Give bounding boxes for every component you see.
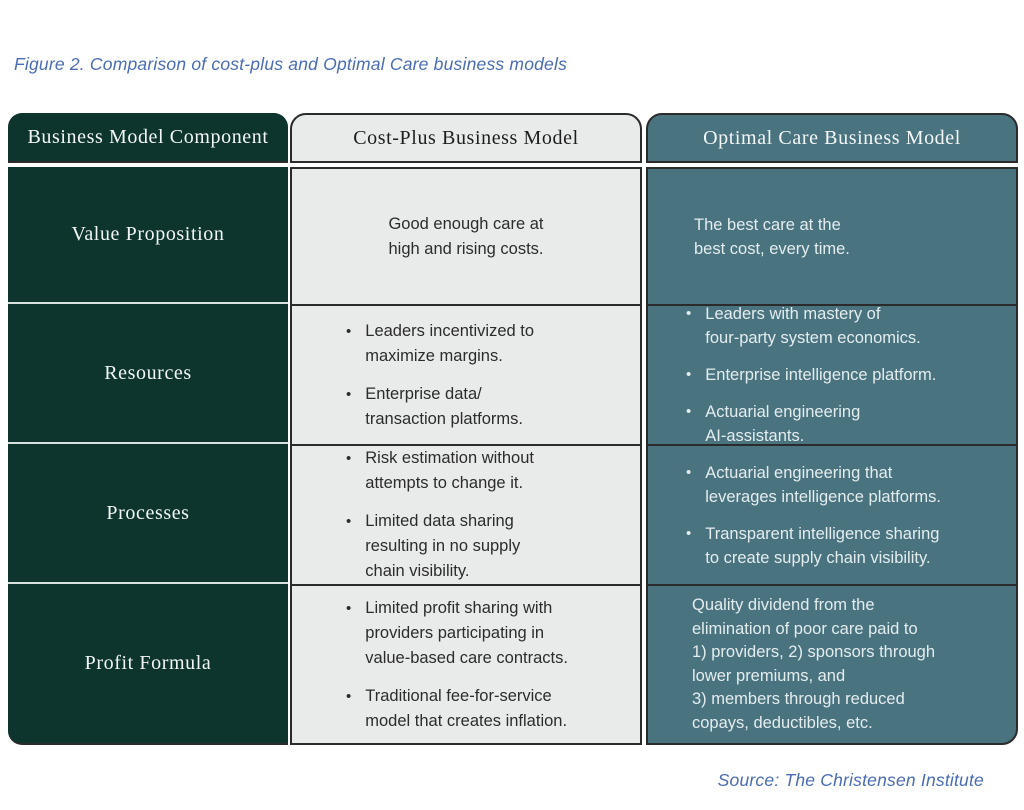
bullet-item: • Leaders incentivized to maximize margi… — [346, 319, 630, 369]
bullet-icon: • — [346, 513, 352, 530]
bullet-icon: • — [686, 366, 692, 383]
bullet-icon: • — [346, 385, 352, 403]
bullet-icon: • — [686, 524, 692, 542]
cell-text: Quality dividend from the elimination of… — [692, 596, 936, 732]
column-header-cost-plus: Cost-Plus Business Model — [290, 113, 642, 163]
bullet-item: • Actuarial engineering AI-assistants. — [686, 400, 1004, 448]
bullet-item: • Traditional fee-for-service model that… — [346, 684, 630, 734]
bullet-text: Actuarial engineering that leverages int… — [705, 463, 941, 506]
bullet-text: Enterprise data/ transaction platforms. — [365, 384, 523, 428]
bullet-icon: • — [346, 599, 352, 617]
row-label-profit-formula: Profit Formula — [8, 582, 288, 743]
figure-title: Figure 2. Comparison of cost-plus and Op… — [14, 54, 568, 74]
bullet-text: Traditional fee-for-service model that c… — [365, 686, 568, 730]
row-label-processes: Processes — [8, 442, 288, 582]
bullet-text: Limited data sharing resulting in no sup… — [365, 512, 521, 580]
row-label-value-proposition: Value Proposition — [8, 167, 288, 302]
cell-text: The best care at the best cost, every ti… — [694, 215, 850, 258]
bullet-item: • Enterprise data/ transaction platforms… — [346, 382, 630, 432]
cost-plus-column-body: Good enough care at high and rising cost… — [290, 167, 642, 745]
bullet-item: • Transparent intelligence sharing to cr… — [686, 522, 1004, 570]
bullet-text: Enterprise intelligence platform. — [705, 366, 937, 384]
row-label-text: Value Proposition — [71, 223, 225, 245]
column-cost-plus: Cost-Plus Business Model Good enough car… — [290, 113, 642, 745]
cell-cost-plus-profit-formula: • Limited profit sharing with providers … — [292, 584, 640, 743]
cell-cost-plus-value-proposition: Good enough care at high and rising cost… — [292, 169, 640, 304]
cell-optimal-processes: • Actuarial engineering that leverages i… — [648, 444, 1016, 584]
bullet-icon: • — [346, 687, 352, 705]
row-label-resources: Resources — [8, 302, 288, 442]
bullet-item: • Actuarial engineering that leverages i… — [686, 461, 1004, 509]
column-optimal-care: Optimal Care Business Model The best car… — [646, 113, 1018, 745]
bullet-icon: • — [346, 322, 352, 340]
comparison-table: Business Model Component Value Propositi… — [8, 113, 1018, 745]
bullet-text: Actuarial engineering AI-assistants. — [705, 403, 861, 445]
bullet-item: • Limited profit sharing with providers … — [346, 596, 630, 671]
bullet-icon: • — [686, 403, 692, 420]
cell-text: Good enough care at high and rising cost… — [388, 214, 544, 258]
bullet-icon: • — [686, 463, 692, 481]
source-attribution: Source: The Christensen Institute — [717, 770, 984, 790]
bullet-item: • Leaders with mastery of four-party sys… — [686, 302, 1004, 350]
column-header-component: Business Model Component — [8, 113, 288, 163]
row-label-text: Profit Formula — [84, 652, 212, 674]
bullet-text: Transparent intelligence sharing to crea… — [705, 524, 940, 567]
bullet-text: Limited profit sharing with providers pa… — [365, 598, 568, 667]
bullet-text: Leaders with mastery of four-party syste… — [705, 305, 921, 347]
cell-cost-plus-processes: • Risk estimation without attempts to ch… — [292, 444, 640, 584]
bullet-text: Risk estimation without attempts to chan… — [365, 449, 534, 492]
cell-cost-plus-resources: • Leaders incentivized to maximize margi… — [292, 304, 640, 444]
bullet-icon: • — [346, 450, 352, 467]
bullet-item: • Enterprise intelligence platform. — [686, 363, 1004, 387]
cell-optimal-value-proposition: The best care at the best cost, every ti… — [648, 169, 1016, 304]
cell-optimal-profit-formula: Quality dividend from the elimination of… — [648, 584, 1016, 743]
row-label-text: Resources — [104, 361, 192, 384]
optimal-care-column-body: The best care at the best cost, every ti… — [646, 167, 1018, 745]
row-label-text: Processes — [106, 501, 190, 524]
bullet-item: • Risk estimation without attempts to ch… — [346, 446, 630, 496]
cell-optimal-resources: • Leaders with mastery of four-party sys… — [648, 302, 1016, 445]
bullet-text: Leaders incentivized to maximize margins… — [365, 321, 535, 365]
bullet-icon: • — [686, 305, 692, 322]
component-column-body: Value Proposition Resources Processes Pr… — [8, 167, 288, 745]
column-header-optimal-care: Optimal Care Business Model — [646, 113, 1018, 163]
bullet-item: • Limited data sharing resulting in no s… — [346, 509, 630, 584]
column-component: Business Model Component Value Propositi… — [8, 113, 288, 745]
